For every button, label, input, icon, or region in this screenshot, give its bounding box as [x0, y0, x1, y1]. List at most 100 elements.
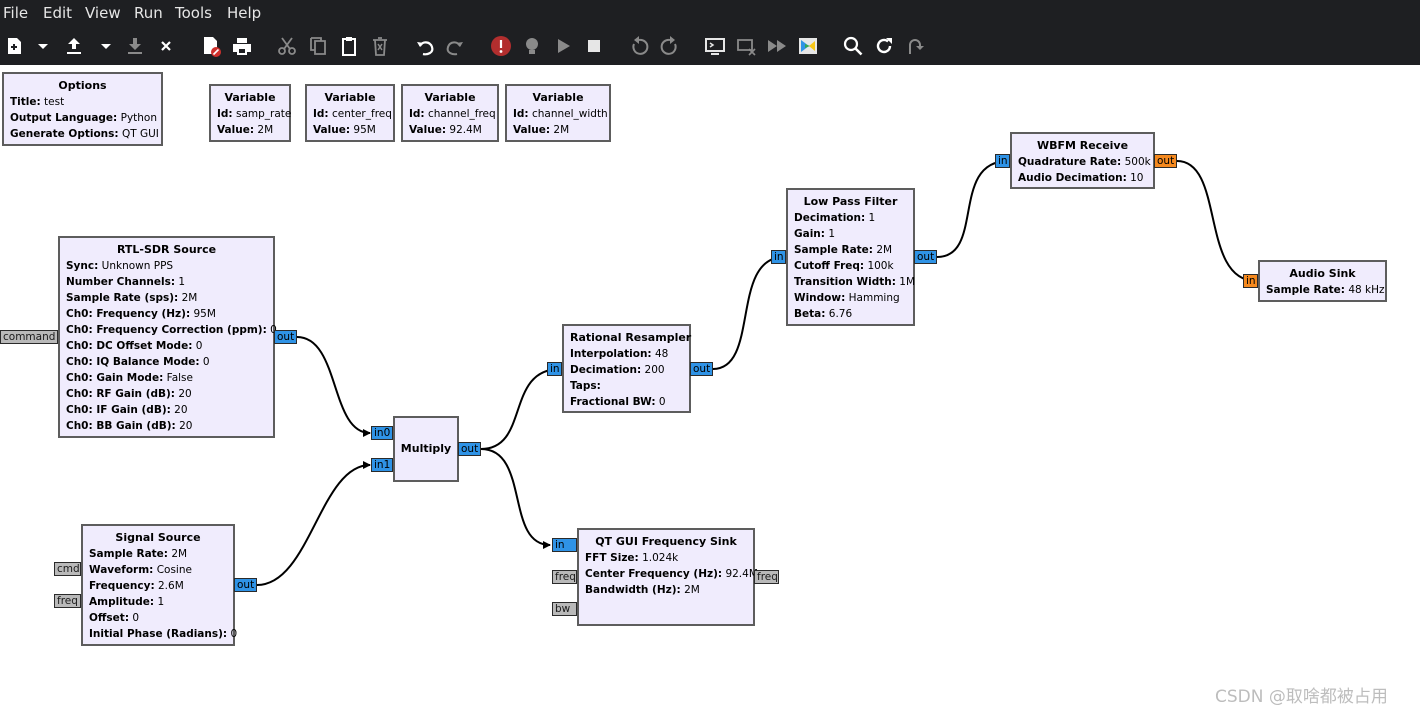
terminal-icon[interactable]: [704, 35, 726, 57]
error-icon[interactable]: [490, 35, 512, 57]
menu-edit[interactable]: Edit: [43, 4, 73, 22]
multiply-in0-port[interactable]: in0: [371, 426, 393, 440]
close-document-icon[interactable]: [200, 35, 222, 57]
copy-icon[interactable]: [307, 35, 329, 57]
param-row: Generate Options: QT GUI: [10, 126, 159, 142]
wire-wbfm-to-audio[interactable]: [1176, 160, 1257, 285]
undo-icon[interactable]: [414, 35, 436, 57]
param-value: center_freq: [331, 108, 392, 120]
stop-icon[interactable]: [583, 35, 605, 57]
play-icon[interactable]: [552, 35, 574, 57]
block-title: WBFM Receive: [1036, 139, 1129, 152]
multiply-block[interactable]: Multiply: [393, 416, 459, 482]
param-label: Output Language:: [10, 112, 118, 124]
rtl-command-port[interactable]: command: [0, 330, 58, 344]
param-value: QT GUI: [121, 128, 159, 140]
rotate-ccw-icon[interactable]: [628, 35, 650, 57]
qtsink-bw-port[interactable]: bw: [552, 602, 577, 616]
upload-icon[interactable]: [63, 35, 85, 57]
wire-multiply-to-qtsink[interactable]: [480, 448, 551, 549]
param-row: Sync: Unknown PPS: [66, 258, 267, 274]
menu-run[interactable]: Run: [134, 4, 163, 22]
param-row: Sample Rate: 2M: [89, 546, 227, 562]
audio-in-port[interactable]: in: [1243, 274, 1258, 288]
hint-icon[interactable]: [521, 35, 543, 57]
param-row: Initial Phase (Radians): 0: [89, 626, 237, 642]
param-value: Unknown PPS: [101, 260, 174, 272]
wire-lpf-to-wbfm[interactable]: [936, 157, 1009, 258]
param-row: Id: channel_width: [513, 106, 608, 122]
param-row: Id: samp_rate: [217, 106, 291, 122]
new-document-icon[interactable]: [3, 35, 25, 57]
print-icon[interactable]: [231, 35, 253, 57]
dropdown-icon[interactable]: [95, 35, 111, 57]
wire-resampler-to-lpf[interactable]: [712, 253, 785, 370]
menu-view[interactable]: View: [85, 4, 121, 22]
wire-rtl-to-multiply[interactable]: [296, 336, 371, 437]
cut-icon[interactable]: [276, 35, 298, 57]
search-icon[interactable]: [842, 35, 864, 57]
menu-file[interactable]: File: [3, 4, 29, 22]
reload-icon[interactable]: [873, 35, 895, 57]
signal-cmd-port[interactable]: cmd: [54, 562, 81, 576]
redo-icon[interactable]: [444, 35, 466, 57]
resampler-out-port[interactable]: out: [690, 362, 713, 376]
param-row: Audio Decimation: 10: [1018, 170, 1147, 186]
param-label: Generate Options:: [10, 128, 119, 140]
param-row: Ch0: Frequency Correction (ppm): 0: [66, 322, 277, 338]
lpf-out-port[interactable]: out: [914, 250, 937, 264]
param-label: Sample Rate:: [1266, 284, 1345, 296]
signal-freq-port[interactable]: freq: [54, 594, 81, 608]
delete-icon[interactable]: [369, 35, 391, 57]
param-label: Sample Rate:: [89, 548, 168, 560]
wire-signal-to-multiply[interactable]: [256, 461, 371, 586]
flowgraph-icon[interactable]: [797, 35, 819, 57]
wbfm-in-port[interactable]: in: [995, 154, 1010, 168]
wire-multiply-to-resampler[interactable]: [480, 365, 561, 450]
qtsink-in-port[interactable]: in: [552, 538, 577, 552]
rtl-out-port[interactable]: out: [274, 330, 297, 344]
screenshot-icon[interactable]: [735, 35, 757, 57]
find-block-icon[interactable]: [904, 35, 926, 57]
param-row: Cutoff Freq: 100k: [794, 258, 907, 274]
block-title: Signal Source: [115, 531, 201, 544]
param-value: 0: [202, 356, 210, 368]
param-row: Ch0: IQ Balance Mode: 0: [66, 354, 267, 370]
resampler-in-port[interactable]: in: [547, 362, 562, 376]
param-row: Waveform: Cosine: [89, 562, 227, 578]
multiply-in1-port[interactable]: in1: [371, 458, 393, 472]
menu-tools[interactable]: Tools: [175, 4, 212, 22]
param-label: Amplitude:: [89, 596, 155, 608]
dropdown-icon[interactable]: [32, 35, 48, 57]
signal-out-port[interactable]: out: [234, 578, 257, 592]
menu-help[interactable]: Help: [227, 4, 262, 22]
param-row: Decimation: 1: [794, 210, 907, 226]
rotate-cw-icon[interactable]: [659, 35, 681, 57]
qtsink-freq-in-port[interactable]: freq: [552, 570, 577, 584]
download-icon[interactable]: [124, 35, 146, 57]
param-row: Decimation: 200: [570, 362, 683, 378]
block-title: Rational Resampler: [570, 331, 692, 344]
close-icon[interactable]: [155, 35, 177, 57]
qtsink-freq-out-port[interactable]: freq: [754, 570, 779, 584]
paste-icon[interactable]: [338, 35, 360, 57]
param-label: Gain:: [794, 228, 825, 240]
fast-forward-icon[interactable]: [766, 35, 788, 57]
wbfm-out-port[interactable]: out: [1154, 154, 1177, 168]
watermark: CSDN @取啥都被占用: [1215, 687, 1388, 707]
lpf-in-port[interactable]: in: [771, 250, 786, 264]
multiply-out-port[interactable]: out: [458, 442, 481, 456]
